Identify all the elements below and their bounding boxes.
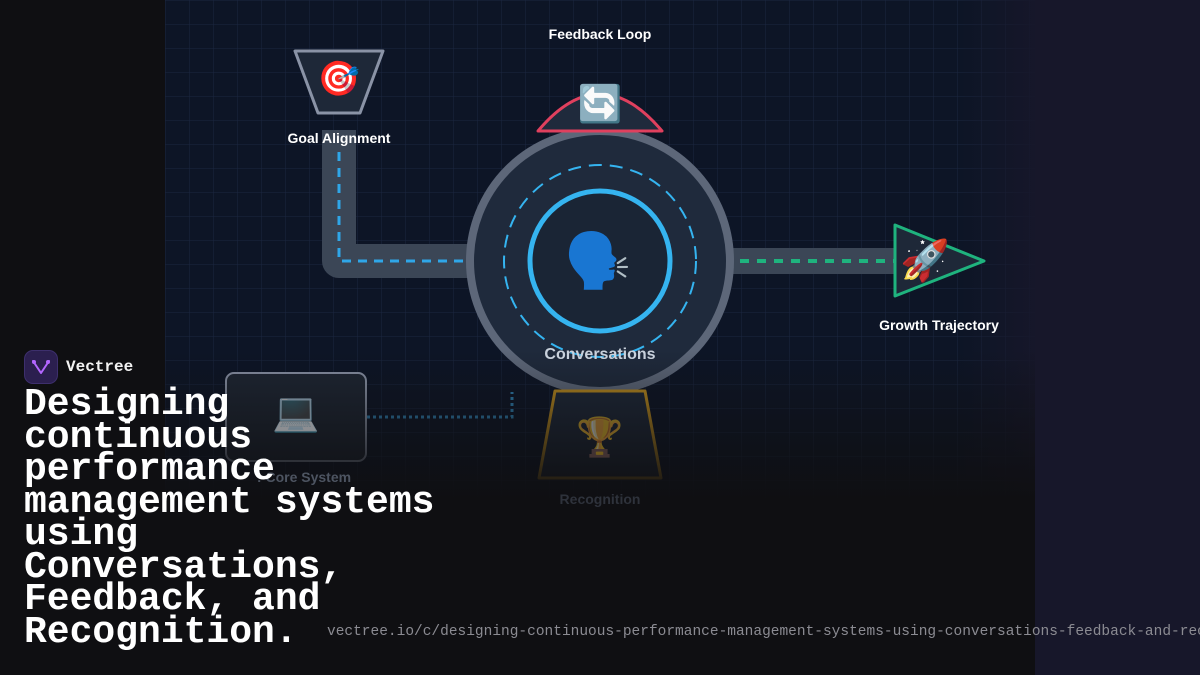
counterclockwise-arrows-icon: 🔄 xyxy=(577,84,623,125)
core-system-label: : Core System xyxy=(256,469,352,485)
left-dark-panel xyxy=(0,0,165,675)
bottom-fade xyxy=(165,350,1035,500)
brand-name: Vectree xyxy=(66,358,134,376)
feedback-loop-shape xyxy=(536,92,664,133)
page-title: Designing continuous performance managem… xyxy=(24,383,435,654)
laptop-icon: 💻 xyxy=(272,390,320,434)
center-inner-ring xyxy=(527,188,673,334)
vectree-logo-mark xyxy=(32,360,50,374)
page-url[interactable]: vectree.io/c/designing-continuous-perfor… xyxy=(327,624,1200,640)
growth-trajectory-label: Growth Trajectory xyxy=(879,317,999,333)
bottom-dark-panel xyxy=(165,500,1035,675)
feedback-loop-label: Feedback Loop xyxy=(548,26,652,42)
brand: Vectree xyxy=(24,350,133,384)
recognition-label: Recognition xyxy=(559,491,641,507)
right-dark-panel xyxy=(1035,0,1200,675)
goal-alignment-shape xyxy=(293,49,385,115)
center-label: Conversations xyxy=(544,346,656,363)
goal-path-dashes xyxy=(337,152,470,263)
trophy-icon: 🏆 xyxy=(576,415,624,459)
goal-alignment-label: Goal Alignment xyxy=(287,130,391,146)
speaking-head-icon: 🗣️ xyxy=(564,229,632,292)
rocket-icon: 🚀 xyxy=(900,238,950,284)
vectree-logo-icon xyxy=(24,350,58,384)
growth-trajectory-shape xyxy=(893,223,986,298)
target-icon: 🎯 xyxy=(317,59,361,99)
